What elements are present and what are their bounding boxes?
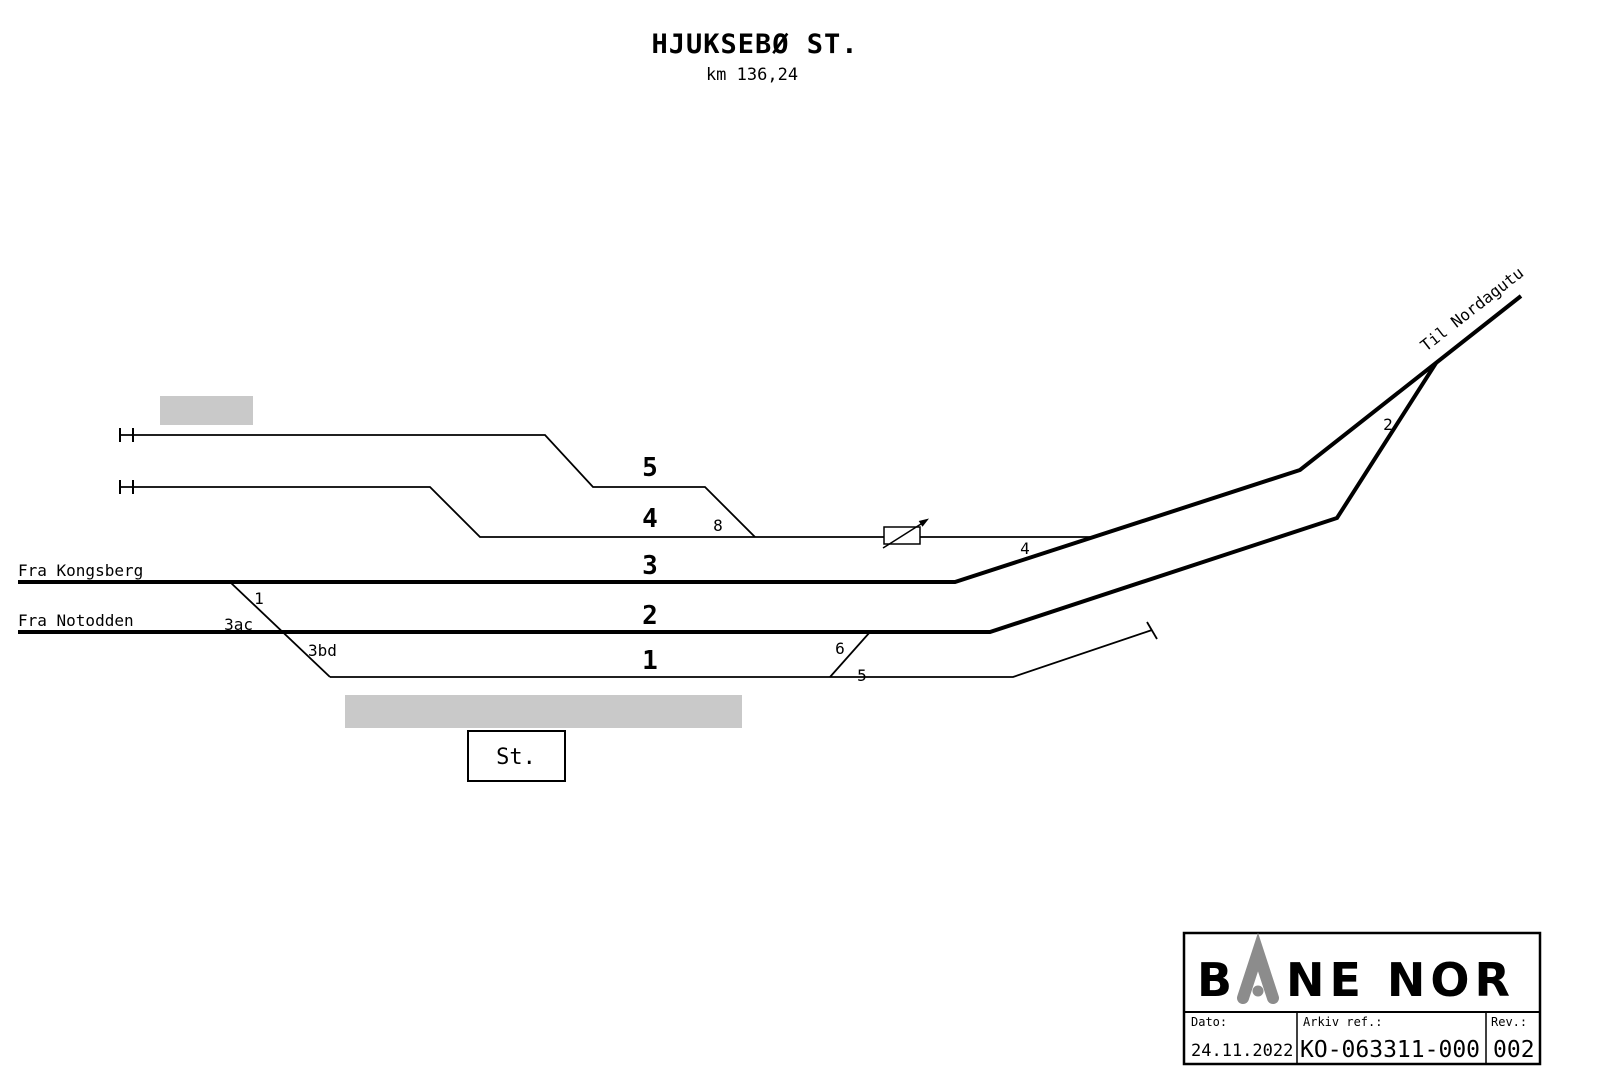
archive-ref-value: KO-063311-000 xyxy=(1300,1037,1480,1063)
label-fra-notodden: Fra Notodden xyxy=(18,611,134,630)
logo-text-rest: NE NOR xyxy=(1286,953,1515,1007)
tunnel-arch-dot-icon xyxy=(1252,985,1264,997)
track-number-4: 4 xyxy=(642,504,658,534)
track-5-line xyxy=(120,434,756,538)
derailer-symbol-icon xyxy=(882,518,929,549)
label-fra-kongsberg: Fra Kongsberg xyxy=(18,561,143,580)
logo-text-b: B xyxy=(1197,953,1237,1007)
switch-number-1: 1 xyxy=(254,589,264,608)
page-title: HJUKSEBØ ST. xyxy=(651,29,858,60)
rev-value: 002 xyxy=(1493,1037,1535,1063)
date-value: 24.11.2022 xyxy=(1191,1041,1293,1061)
track-lines xyxy=(18,294,1523,678)
track-2-main-line xyxy=(18,361,1438,634)
switch-number-8: 8 xyxy=(713,516,723,535)
station-building-label: St. xyxy=(496,745,536,770)
derailer-arrow-head xyxy=(918,518,929,527)
title-block: B NE NOR Dato: 24.11.2022 Arkiv ref.: KO… xyxy=(1182,931,1542,1066)
switch-number-5: 5 xyxy=(857,666,867,685)
rev-label: Rev.: xyxy=(1491,1015,1527,1029)
switch-number-3bd: 3bd xyxy=(308,641,337,660)
switch-number-6: 6 xyxy=(835,639,845,658)
switch-number-3ac: 3ac xyxy=(224,615,253,634)
platform-main xyxy=(345,695,742,728)
tunnel-arch-icon xyxy=(1237,932,1279,1004)
date-label: Dato: xyxy=(1191,1015,1227,1029)
station-building-box xyxy=(467,730,566,782)
station-building: St. xyxy=(467,730,566,782)
safety-track-end-marker xyxy=(1146,621,1158,640)
track-number-3: 3 xyxy=(642,551,658,581)
bane-nor-logo: B NE NOR xyxy=(1197,932,1515,1007)
label-til-nordagutu: Til Nordagutu xyxy=(1417,263,1527,355)
track-number-2: 2 xyxy=(642,601,658,631)
km-subtitle: km 136,24 xyxy=(706,65,798,85)
track-1-line xyxy=(330,629,1153,678)
derailer-arrow-line xyxy=(882,523,922,549)
crossover-5-6-line xyxy=(829,631,871,678)
track-3-main-line xyxy=(18,294,1523,584)
switch-number-4: 4 xyxy=(1020,539,1030,558)
switch-1-3-connection-line xyxy=(229,581,331,678)
track-number-5: 5 xyxy=(642,453,658,483)
track-4-line xyxy=(120,486,1094,538)
buffer-stop-track-5-icon xyxy=(119,428,134,442)
platform-upper xyxy=(160,396,253,425)
track-number-1: 1 xyxy=(642,646,658,676)
buffer-stop-track-4-icon xyxy=(119,480,134,494)
switch-number-2: 2 xyxy=(1383,415,1393,434)
archive-ref-label: Arkiv ref.: xyxy=(1303,1015,1382,1029)
